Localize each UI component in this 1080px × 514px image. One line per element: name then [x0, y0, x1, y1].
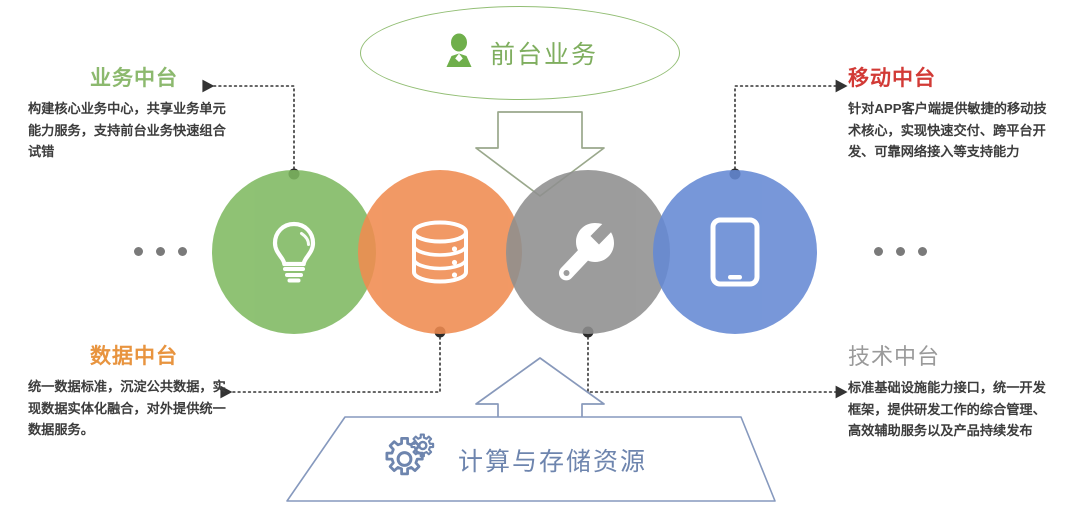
circle-data-platform[interactable]	[358, 170, 522, 334]
data-platform-body: 统一数据标准，沉淀公共数据，实现数据实体化融合，对外提供统一数据服务。	[28, 379, 226, 437]
circle-mobile-platform[interactable]	[653, 170, 817, 334]
mobile-platform-body: 针对APP客户端提供敏捷的移动技术核心，实现快速交付、跨平台开发、可靠网络接入等…	[848, 101, 1047, 159]
tech-platform-title: 技术中台	[848, 344, 941, 369]
up-arrow-icon	[475, 357, 605, 435]
leader-data	[220, 326, 446, 399]
dot-icon	[178, 247, 187, 256]
person-icon	[442, 33, 476, 74]
business-platform-body: 构建核心业务中心，共享业务单元能力服务，支持前台业务快速组合试错	[28, 101, 226, 159]
dot-icon	[918, 247, 927, 256]
text-block-mobile: 移动中台 针对APP客户端提供敏捷的移动技术核心，实现快速交付、跨平台开发、可靠…	[848, 66, 1056, 162]
text-block-data: 数据中台 统一数据标准，沉淀公共数据，实现数据实体化融合，对外提供统一数据服务。	[28, 344, 236, 440]
dot-icon	[134, 247, 143, 256]
tech-platform-body: 标准基础设施能力接口，统一开发框架，提供研发工作的综合管理、高效辅助服务以及产品…	[848, 380, 1046, 439]
circle-tech-platform[interactable]	[506, 170, 670, 334]
dot-icon	[896, 247, 905, 256]
text-block-tech: 技术中台 标准基础设施能力接口，统一开发框架，提供研发工作的综合管理、高效辅助服…	[848, 344, 1056, 442]
text-block-business: 业务中台 构建核心业务中心，共享业务单元能力服务，支持前台业务快速组合试错	[28, 66, 236, 162]
mobile-phone-icon	[710, 217, 760, 287]
front-office-capsule[interactable]: 前台业务	[360, 6, 680, 100]
leader-mobile	[729, 79, 848, 180]
infrastructure-label: 计算与存储资源	[458, 448, 648, 476]
leader-tech	[582, 326, 848, 399]
circle-business-platform[interactable]	[212, 170, 376, 334]
infrastructure-label-group[interactable]: 计算与存储资源	[380, 432, 710, 488]
database-icon	[409, 219, 471, 285]
gears-icon	[380, 432, 442, 489]
data-platform-title: 数据中台	[90, 345, 178, 368]
wrench-icon	[555, 219, 621, 285]
ellipsis-right	[874, 247, 927, 256]
mobile-platform-title: 移动中台	[848, 67, 936, 90]
front-office-label: 前台业务	[489, 41, 598, 69]
dot-icon	[874, 247, 883, 256]
business-platform-title: 业务中台	[90, 67, 178, 90]
ellipsis-left	[134, 247, 187, 256]
dot-icon	[156, 247, 165, 256]
lightbulb-icon	[266, 219, 322, 285]
